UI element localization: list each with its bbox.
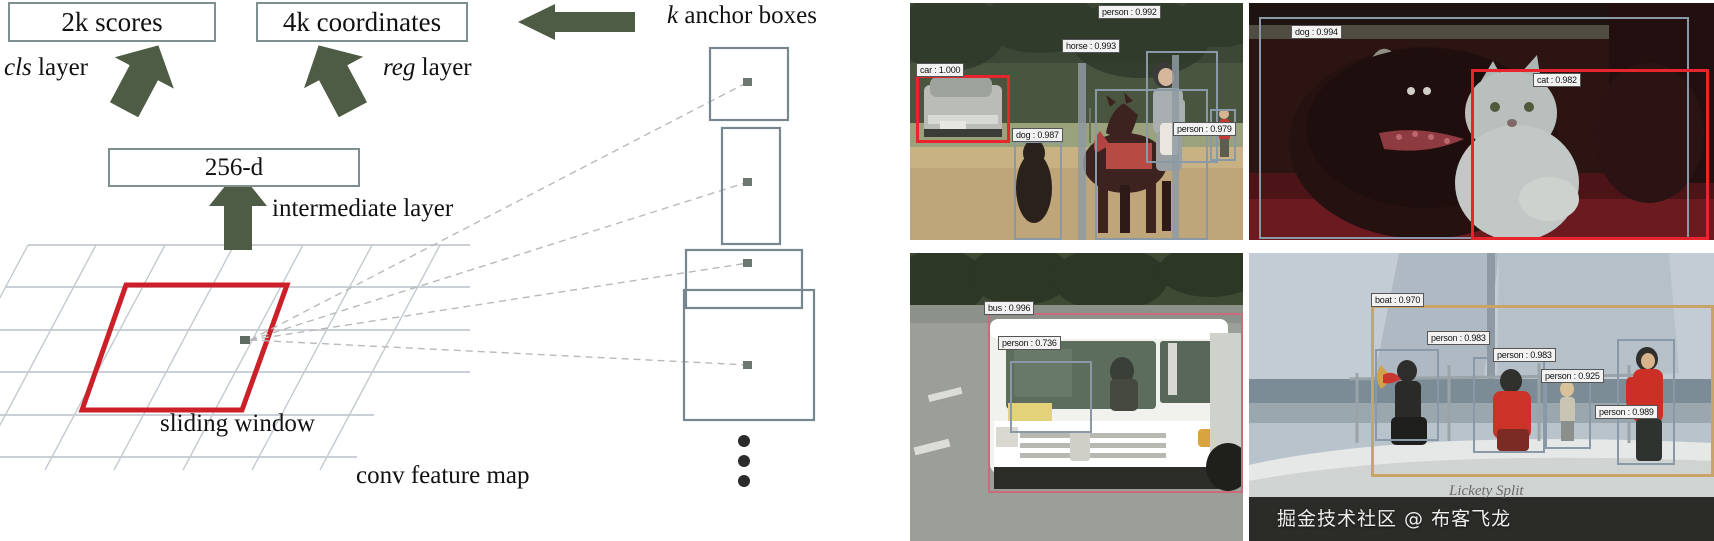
det-box-bus	[988, 313, 1243, 493]
det-box-person-0736	[1010, 361, 1092, 433]
intermediate-dim-label: 256-d	[204, 153, 264, 181]
photo-dog-cat-scene: dog : 0.994 cat : 0.982	[1249, 3, 1714, 240]
anchor-boxes-caption: k anchor boxes	[667, 2, 817, 29]
det-box-dog	[1014, 141, 1062, 240]
photo-boat-scene: Lickety Split boat : 0.970 person : 0.98…	[1249, 253, 1714, 541]
svg-text:Lickety Split: Lickety Split	[1448, 483, 1524, 499]
reg-output-box: 4k coordinates	[256, 2, 468, 42]
cls-layer-caption: cls layer	[4, 54, 88, 81]
conv-feature-map-caption: conv feature map	[356, 462, 530, 489]
anchor-center-2	[743, 178, 752, 186]
photo-bus-scene: bus : 0.996 person : 0.736	[910, 253, 1243, 541]
watermark-text: 掘金技术社区 @ 布客飞龙	[1277, 508, 1512, 530]
rpn-diagram: 2k scores 4k coordinates 256-d cls layer…	[0, 2, 817, 489]
car-object	[924, 77, 1002, 137]
det-label-dog-0994: dog : 0.994	[1291, 25, 1342, 39]
anchor-center-3	[743, 259, 752, 267]
photo-boat-image: Lickety Split	[1249, 253, 1714, 541]
intermediate-layer-box: 256-d	[108, 148, 360, 187]
reg-layer-word: layer	[421, 54, 472, 81]
det-label-person-a: person : 0.983	[1427, 331, 1490, 345]
anchor-box-3	[684, 248, 804, 310]
det-label-bus: bus : 0.996	[984, 301, 1035, 315]
det-box-horse	[1095, 89, 1208, 240]
det-label-car: car : 1.000	[916, 63, 965, 77]
det-label-person-c: person : 0.925	[1541, 369, 1604, 383]
anchor-connector-lines	[249, 81, 749, 366]
anchor-center-4	[743, 361, 752, 369]
det-box-person-a	[1375, 349, 1439, 441]
det-box-person-0992	[1146, 51, 1218, 163]
det-box-person-d	[1617, 339, 1675, 465]
ellipsis-dots	[738, 435, 750, 487]
anchor-box-1	[708, 46, 790, 122]
crew-1	[1377, 360, 1427, 445]
det-label-person-b: person : 0.983	[1493, 348, 1556, 362]
det-label-person-d: person : 0.989	[1595, 405, 1658, 419]
sliding-window-caption: sliding window	[160, 410, 315, 437]
arrow-to-reg-layer	[304, 45, 368, 118]
crew-2	[1493, 369, 1531, 451]
anchor-box-2	[720, 126, 782, 246]
det-label-person-0979: person : 0.979	[1173, 122, 1236, 136]
intermediate-layer-caption: intermediate layer	[272, 195, 454, 222]
detection-examples-panel: car : 1.000 horse : 0.993 person : 0.992…	[910, 0, 1714, 541]
det-label-person-0992: person : 0.992	[1098, 5, 1161, 19]
cls-layer-word: layer	[38, 54, 88, 81]
arrow-anchors-to-layers	[518, 4, 635, 40]
bus-object	[990, 319, 1243, 491]
det-label-cat-0982: cat : 0.982	[1533, 73, 1581, 87]
det-box-boat	[1371, 305, 1714, 477]
det-label-boat: boat : 0.970	[1371, 293, 1425, 307]
det-label-horse: horse : 0.993	[1062, 39, 1120, 53]
anchor-box-4	[682, 288, 816, 422]
det-box-cat-0982	[1471, 69, 1709, 240]
arrow-to-cls-layer	[109, 45, 174, 118]
crew-3	[1560, 381, 1575, 441]
cls-output-box: 2k scores	[8, 2, 216, 42]
anchor-boxes-word: anchor boxes	[684, 2, 817, 29]
cls-output-label: 2k scores	[61, 6, 163, 37]
sliding-window-outline	[78, 282, 291, 413]
det-box-person-b	[1473, 357, 1545, 453]
reg-output-label: 4k coordinates	[282, 6, 442, 37]
photo-horse-scene: car : 1.000 horse : 0.993 person : 0.992…	[910, 3, 1243, 240]
anchor-center-1	[743, 78, 752, 86]
det-label-dog: dog : 0.987	[1012, 128, 1063, 142]
det-box-car	[916, 75, 1010, 143]
reg-layer-caption: reg layer	[383, 54, 472, 81]
cat-object	[1455, 55, 1579, 240]
photo-bus-image	[910, 253, 1243, 541]
photo-horse-image	[910, 3, 1243, 240]
det-label-person-0736: person : 0.736	[998, 336, 1061, 350]
sliding-window-center-point	[240, 336, 250, 344]
